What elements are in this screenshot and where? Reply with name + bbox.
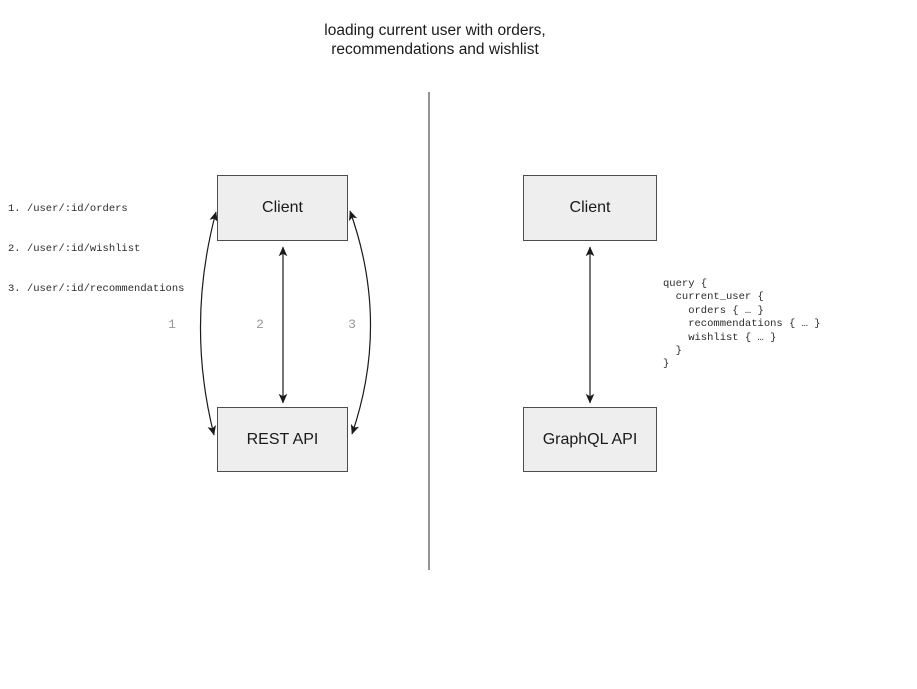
query-line: orders { … }: [663, 304, 764, 317]
rest-endpoints-list: 1. /user/:id/orders 2. /user/:id/wishlis…: [8, 176, 184, 323]
rest-api-box: REST API: [217, 407, 348, 472]
client-box-rest: Client: [217, 175, 348, 241]
rest-api-box-label: REST API: [246, 430, 319, 448]
graphql-api-box: GraphQL API: [523, 407, 657, 472]
query-line: }: [663, 358, 670, 371]
query-line: recommendations { … }: [663, 318, 821, 331]
arrow-label-3: 3: [348, 317, 356, 332]
query-line: wishlist { … }: [663, 331, 777, 344]
query-line: query {: [663, 278, 708, 290]
client-box-graphql: Client: [523, 175, 657, 241]
arrow-label-2: 2: [256, 317, 264, 332]
rest-arrow-3-recommendations: [349, 210, 372, 435]
query-line: }: [663, 345, 682, 358]
graphql-query-block: query { current_user { orders { … } reco…: [663, 278, 821, 372]
client-box-rest-label: Client: [262, 199, 303, 216]
arrow-label-1: 1: [168, 317, 176, 332]
endpoint-line-orders: 1. /user/:id/orders: [8, 202, 128, 215]
query-line: current_user {: [663, 291, 764, 304]
graphql-api-box-label: GraphQL API: [542, 430, 638, 448]
diagram-title: loading current user with orders, recomm…: [324, 22, 546, 58]
endpoint-line-recommendations: 3. /user/:id/recommendations: [8, 283, 185, 296]
rest-arrow-1-orders: [199, 211, 218, 436]
endpoint-line-wishlist: 2. /user/:id/wishlist: [8, 243, 141, 256]
client-box-graphql-label: Client: [569, 199, 611, 216]
